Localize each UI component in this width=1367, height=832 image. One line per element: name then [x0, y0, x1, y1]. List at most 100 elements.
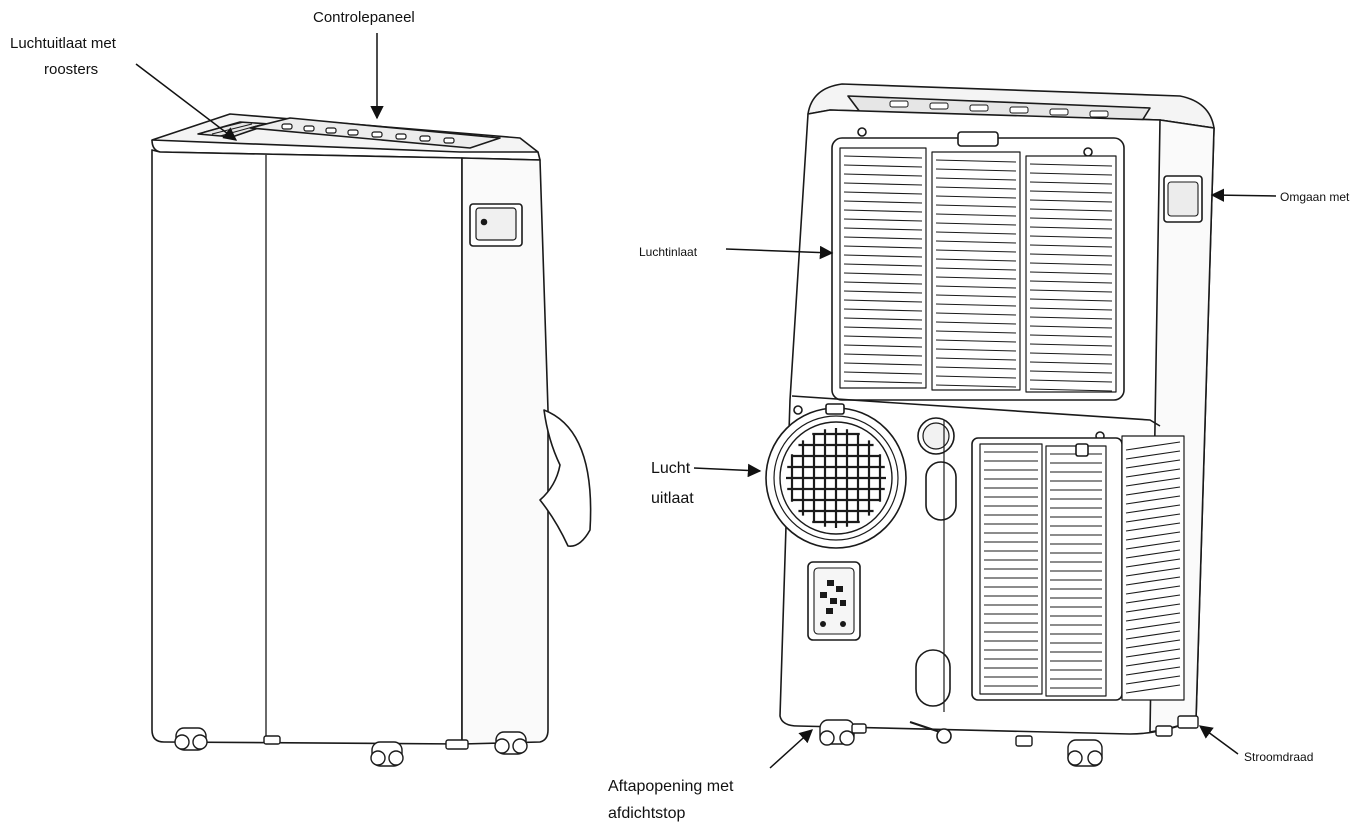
side-slat: [1125, 657, 1181, 667]
inlet-slat: [935, 294, 1017, 298]
side-slat: [1125, 540, 1181, 550]
inlet-slat: [1029, 352, 1113, 356]
side-slat: [1125, 513, 1181, 523]
inlet-slat: [935, 357, 1017, 361]
inlet-slat: [935, 177, 1017, 181]
inlet-slat: [1029, 262, 1113, 266]
inlet-slat: [935, 366, 1017, 370]
inlet-slat: [935, 276, 1017, 280]
inlet-slat: [935, 375, 1017, 379]
inlet-slat: [843, 380, 923, 384]
inlet-slat: [843, 290, 923, 294]
inlet-slat: [1029, 379, 1113, 383]
inlet-slat: [843, 371, 923, 375]
arrow-omgaan: [1210, 188, 1277, 202]
rear-unit: [765, 83, 1215, 767]
inlet-slat: [1029, 235, 1113, 239]
rear-top-grille-slats: [889, 100, 1109, 118]
side-slat: [1125, 639, 1181, 649]
inlet-slat: [1029, 172, 1113, 176]
inlet-slat: [1029, 226, 1113, 230]
inlet-slat: [1029, 190, 1113, 194]
label-aftap-line1: Aftapopening met: [608, 778, 734, 795]
inlet-slat: [843, 227, 923, 231]
inlet-slat: [1029, 199, 1113, 203]
inlet-slat: [1029, 334, 1113, 338]
label-lucht-line1: Lucht: [651, 460, 691, 477]
label-controlepaneel: Controlepaneel: [313, 9, 415, 26]
inlet-slat: [843, 317, 923, 321]
arrow-lucht-uitlaat: [693, 463, 762, 478]
inlet-slat: [935, 258, 1017, 262]
air-inlet-slats: [843, 155, 1113, 392]
inlet-slat: [1029, 253, 1113, 257]
side-slat: [1125, 522, 1181, 532]
inlet-slat: [843, 263, 923, 267]
side-slat: [1125, 612, 1181, 622]
inlet-slat: [843, 308, 923, 312]
inlet-slat: [935, 186, 1017, 190]
inlet-slat: [935, 339, 1017, 343]
inlet-slat: [1029, 298, 1113, 302]
arrow-luchtuitlaat: [135, 63, 238, 141]
inlet-slat: [935, 330, 1017, 334]
side-slat: [1125, 594, 1181, 604]
inlet-slat: [843, 155, 923, 159]
remote-buttons: [820, 580, 846, 627]
label-omgaan: Omgaan met: [1280, 190, 1350, 204]
lower-filter-slats: [984, 441, 1181, 694]
side-slat: [1125, 675, 1181, 685]
side-slat: [1125, 567, 1181, 577]
inlet-slat: [843, 272, 923, 276]
inlet-slat: [843, 209, 923, 213]
exhaust-grille-bars: [786, 428, 886, 528]
inlet-slat: [935, 222, 1017, 226]
inlet-slat: [1029, 307, 1113, 311]
inlet-slat: [935, 348, 1017, 352]
inlet-slat: [843, 362, 923, 366]
side-slat: [1125, 576, 1181, 586]
callout-arrows: [135, 33, 1277, 769]
inlet-slat: [935, 159, 1017, 163]
upper-drain-port: [925, 461, 957, 521]
side-hose-bulge: [539, 409, 592, 547]
inlet-slat: [843, 173, 923, 177]
label-luchtinlaat: Luchtinlaat: [639, 245, 698, 259]
inlet-slat: [843, 353, 923, 357]
inlet-slat: [843, 191, 923, 195]
inlet-slat: [1029, 370, 1113, 374]
inlet-slat: [935, 240, 1017, 244]
side-slat: [1125, 648, 1181, 658]
inlet-slat: [843, 182, 923, 186]
inlet-slat: [1029, 289, 1113, 293]
inlet-slat: [843, 245, 923, 249]
inlet-slat: [843, 164, 923, 168]
arrow-aftapopening: [769, 729, 814, 769]
lower-drain-port: [915, 649, 951, 707]
side-slat: [1125, 684, 1181, 694]
label-stroomdraad: Stroomdraad: [1244, 750, 1314, 764]
front-unit: [151, 113, 592, 767]
inlet-slat: [935, 195, 1017, 199]
inlet-slat: [843, 281, 923, 285]
inlet-slat: [935, 231, 1017, 235]
label-luchtuitlaat-line1: Luchtuitlaat met: [10, 35, 116, 52]
inlet-slat: [1029, 361, 1113, 365]
side-slat: [1125, 531, 1181, 541]
inlet-slat: [843, 335, 923, 339]
rear-casters: [819, 715, 1199, 767]
inlet-slat: [1029, 181, 1113, 185]
inlet-slat: [843, 326, 923, 330]
label-lucht-line2: uitlaat: [651, 490, 694, 507]
inlet-slat: [843, 344, 923, 348]
inlet-slat: [935, 303, 1017, 307]
front-casters: [174, 727, 528, 767]
side-slat: [1125, 504, 1181, 514]
inlet-slat: [1029, 343, 1113, 347]
label-aftap-line2: afdichtstop: [608, 805, 686, 822]
rear-body-divider: [791, 395, 1161, 427]
side-slat: [1125, 495, 1181, 505]
inlet-slat: [935, 321, 1017, 325]
inlet-slat: [843, 200, 923, 204]
